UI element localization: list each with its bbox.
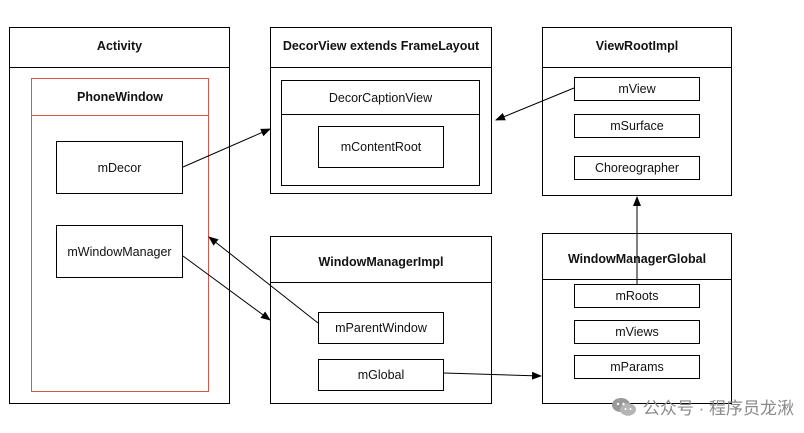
watermark: 公众号 · 程序员龙湫 [611, 394, 794, 419]
choreographer-field: Choreographer [574, 156, 700, 180]
m-view-field: mView [574, 77, 700, 101]
m-window-manager-field: mWindowManager [56, 225, 183, 278]
watermark-text: 公众号 · 程序员龙湫 [642, 399, 794, 418]
view-root-impl-divider [543, 67, 731, 68]
activity-divider [10, 67, 229, 68]
decor-caption-view-title: DecorCaptionView [328, 91, 433, 105]
m-roots-field: mRoots [574, 284, 700, 308]
decor-view-divider [271, 67, 491, 68]
window-manager-impl-divider [271, 282, 491, 283]
window-manager-impl-title: WindowManagerImpl [318, 255, 444, 269]
m-decor-field: mDecor [56, 141, 183, 194]
phone-window-box: PhoneWindow [31, 78, 209, 392]
wechat-logo-icon [611, 397, 636, 416]
window-manager-global-divider [543, 279, 731, 280]
phone-window-title: PhoneWindow [77, 90, 163, 104]
m-content-root-field: mContentRoot [318, 126, 444, 168]
phone-window-divider [32, 115, 208, 116]
activity-title: Activity [96, 39, 143, 53]
m-global-field: mGlobal [318, 359, 444, 391]
m-views-field: mViews [574, 320, 700, 344]
decor-caption-view-divider [282, 114, 479, 115]
window-manager-global-title: WindowManagerGlobal [567, 252, 707, 266]
decor-view-title: DecorView extends FrameLayout [282, 39, 480, 53]
m-params-field: mParams [574, 355, 700, 379]
view-root-impl-title: ViewRootImpl [595, 39, 679, 53]
m-surface-field: mSurface [574, 114, 700, 138]
activity-box: Activity [9, 27, 230, 404]
m-parent-window-field: mParentWindow [318, 312, 444, 344]
